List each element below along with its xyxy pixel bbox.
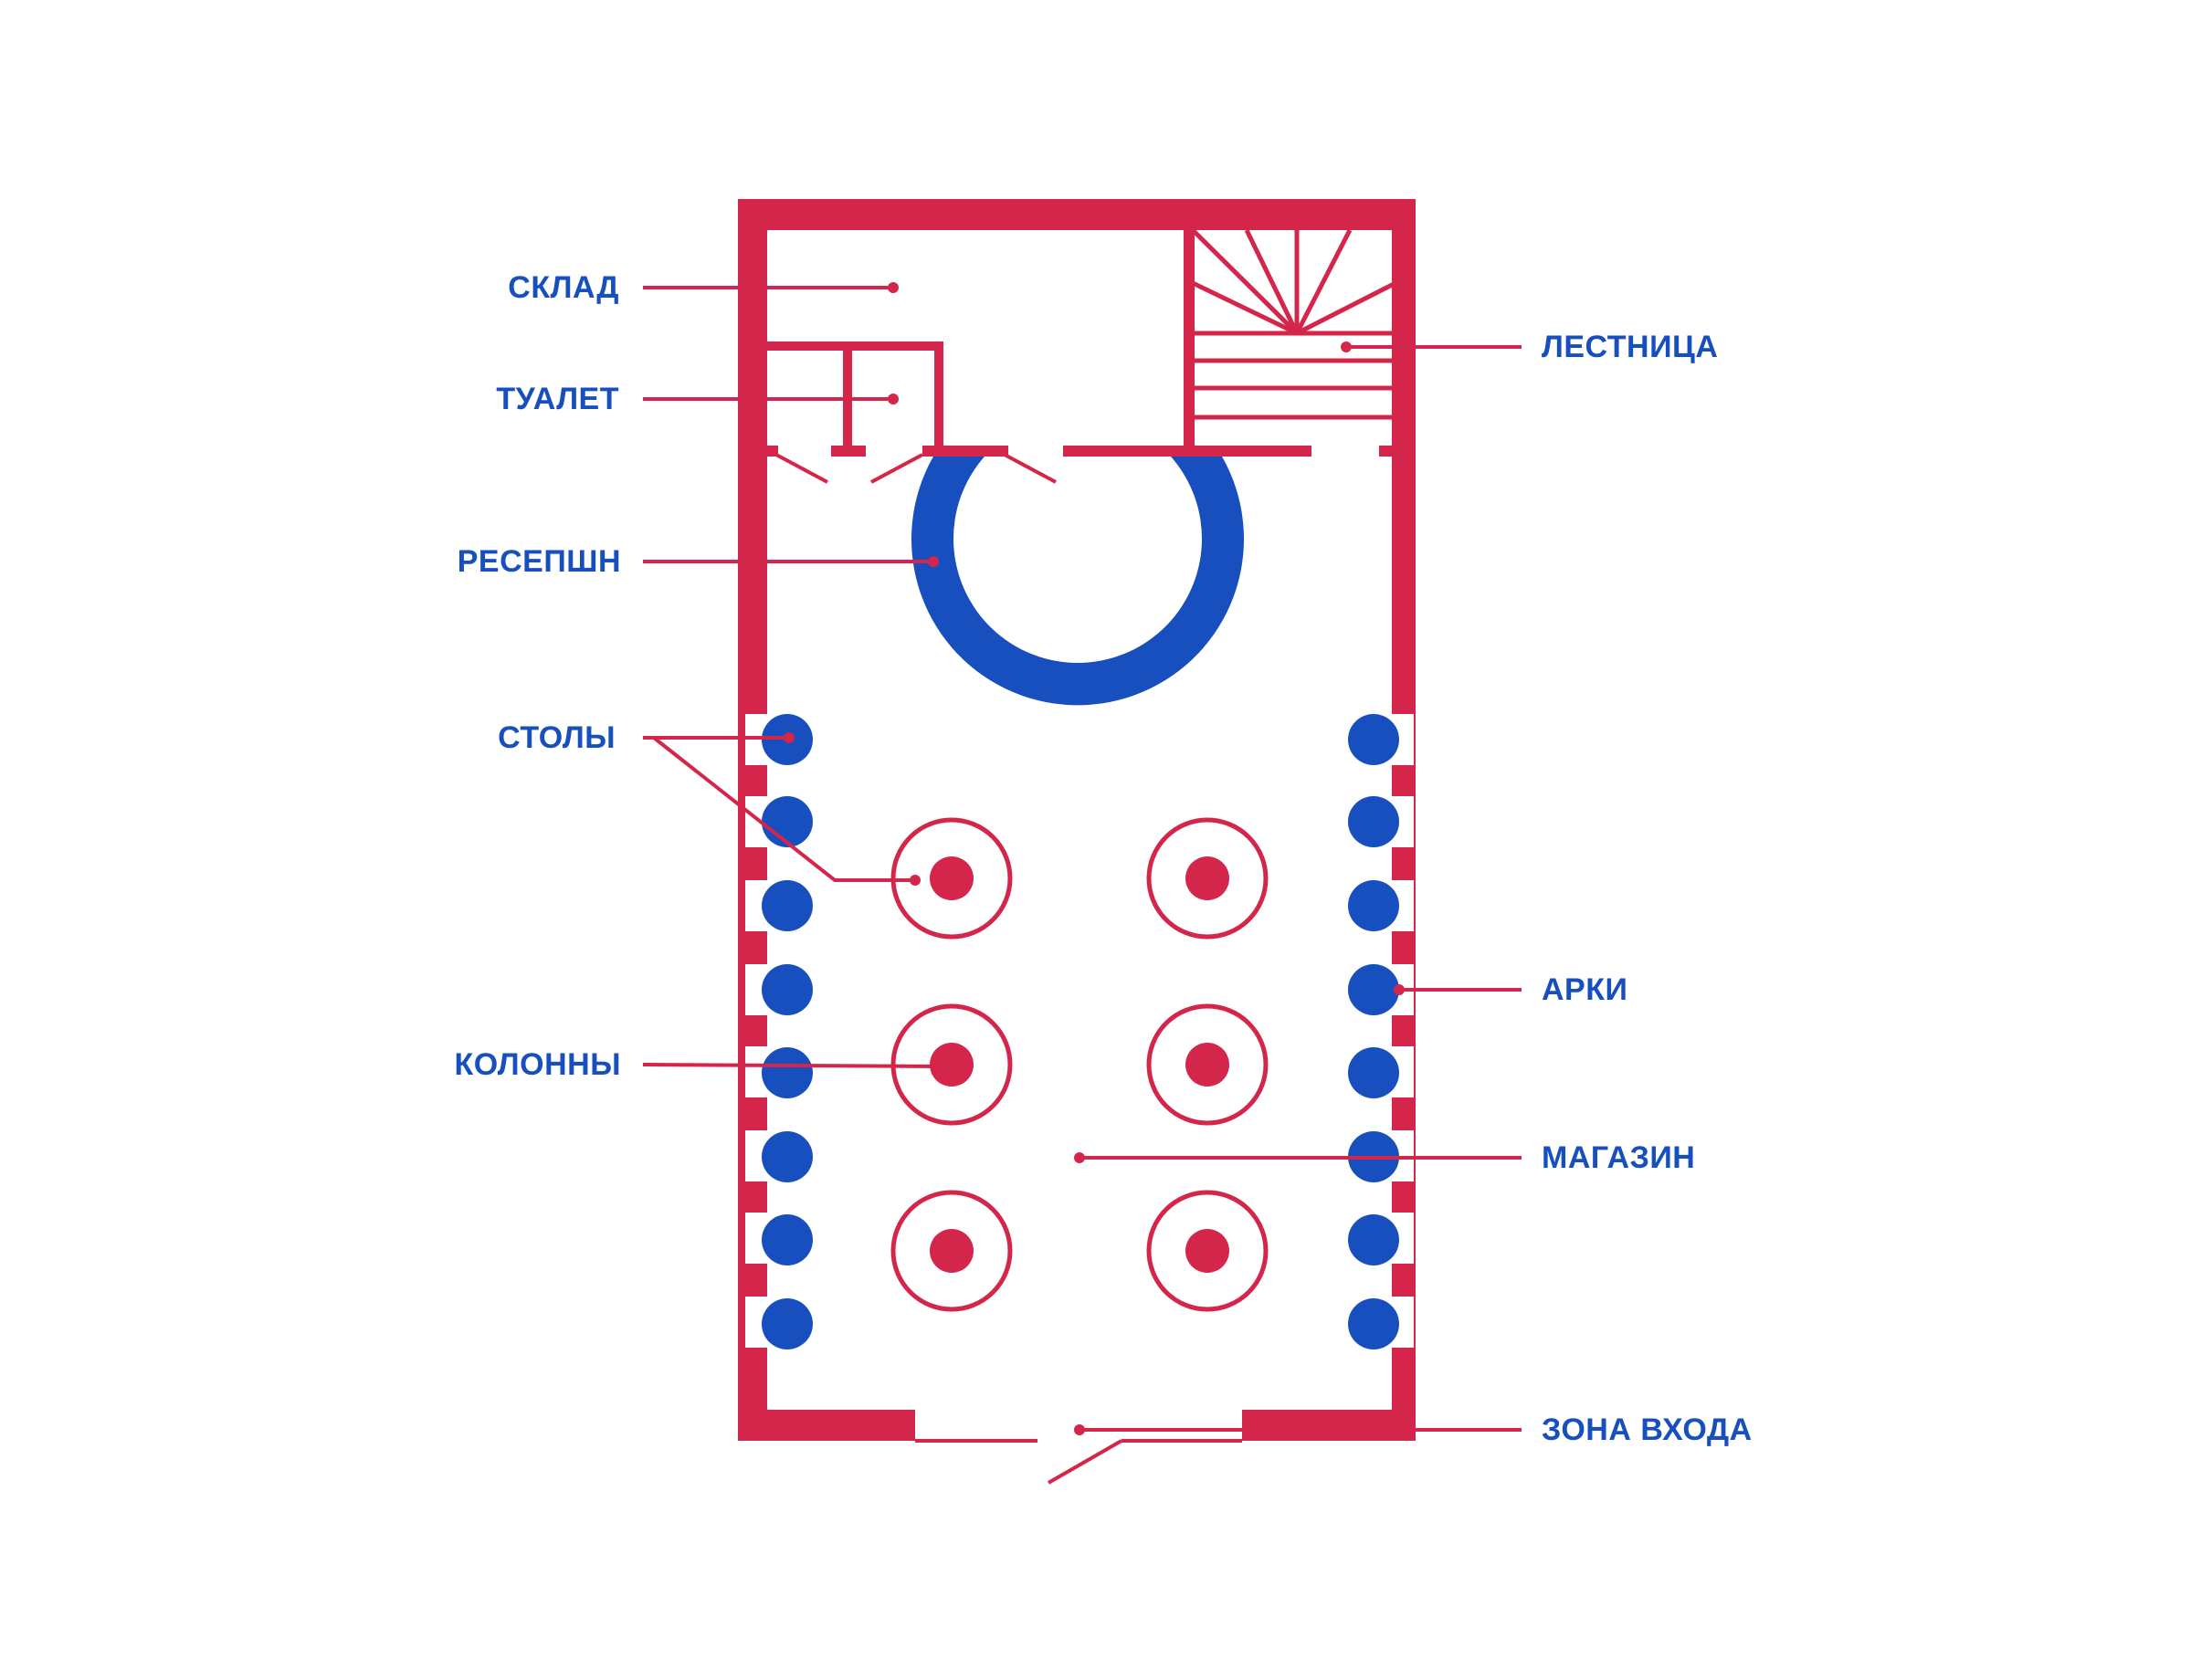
column-core xyxy=(1185,1043,1229,1087)
leader-dot xyxy=(888,282,899,293)
leader-dot xyxy=(1341,341,1352,352)
seat-dot xyxy=(762,1131,813,1182)
leader-dot xyxy=(784,732,795,743)
seat-dot xyxy=(1348,714,1399,765)
table-ring xyxy=(1146,1190,1269,1312)
stair-step xyxy=(1191,280,1299,336)
door-leaf xyxy=(870,453,923,484)
seat-dot xyxy=(1348,1214,1399,1265)
leader-dot xyxy=(1074,1152,1085,1163)
label-entrance: ЗОНА ВХОДА xyxy=(1542,1412,1753,1447)
column xyxy=(1146,1190,1269,1312)
door-leaf xyxy=(1004,453,1057,484)
column-core xyxy=(930,856,974,900)
column-core xyxy=(1185,856,1229,900)
seat-dot xyxy=(762,1047,813,1098)
interior-walls xyxy=(764,219,1394,457)
seat-dot xyxy=(762,880,813,931)
label-storage: СКЛАД xyxy=(508,270,619,305)
stairs-stub xyxy=(1379,446,1394,457)
seat-dot xyxy=(762,964,813,1015)
door-leaf xyxy=(775,453,828,484)
column xyxy=(1146,817,1269,940)
seat-dot xyxy=(762,1298,813,1349)
toilet-divider xyxy=(843,341,852,447)
stairs-left-wall xyxy=(1184,219,1195,455)
stair-step xyxy=(1294,228,1353,335)
table-ring xyxy=(1146,817,1269,940)
seat-dot xyxy=(1348,1047,1399,1098)
seat-dot xyxy=(1348,880,1399,931)
outer-walls xyxy=(738,199,1416,1441)
columns xyxy=(890,817,1269,1312)
wall-bottom-left xyxy=(738,1410,915,1441)
seat-dot xyxy=(1348,1298,1399,1349)
leader-dot xyxy=(1074,1424,1085,1435)
seat-dot xyxy=(1348,796,1399,847)
stair-step xyxy=(1295,280,1397,336)
leader-tables-2 xyxy=(652,736,915,882)
toilet-stub-2 xyxy=(831,446,866,457)
staircase xyxy=(1191,228,1397,420)
seat-dot xyxy=(762,796,813,847)
entrance-door-leaf xyxy=(1048,1439,1122,1485)
leader-dots xyxy=(784,282,1405,1435)
label-toilet: ТУАЛЕТ xyxy=(496,382,619,416)
column xyxy=(1146,1003,1269,1126)
label-stairs: ЛЕСТНИЦА xyxy=(1542,330,1718,364)
seat-dot xyxy=(762,1214,813,1265)
leader-columns xyxy=(642,1063,951,1068)
stair-step xyxy=(1244,228,1300,335)
leader-dot xyxy=(910,875,921,886)
stairs-bottom-wall xyxy=(1063,446,1311,457)
toilet-right-wall xyxy=(934,341,943,447)
leader-dot xyxy=(1394,984,1405,995)
entrance-door xyxy=(915,1439,1242,1485)
labels: СКЛАД ТУАЛЕТ РЕСЕПШН СТОЛЫ КОЛОННЫ ЛЕСТН… xyxy=(454,270,1752,1447)
column-core xyxy=(930,1229,974,1273)
doors xyxy=(775,453,1057,484)
label-arches: АРКИ xyxy=(1542,972,1627,1007)
column xyxy=(890,1190,1013,1312)
leader-dot xyxy=(928,556,939,567)
toilet-stub-1 xyxy=(767,446,778,457)
stair-step xyxy=(1191,228,1299,335)
reception-desk xyxy=(911,457,1244,706)
leader-dot xyxy=(888,394,899,404)
label-shop: МАГАЗИН xyxy=(1542,1140,1695,1175)
table-ring xyxy=(1146,1003,1269,1126)
wall-top xyxy=(738,199,1416,230)
label-reception: РЕСЕПШН xyxy=(458,544,621,579)
label-tables: СТОЛЫ xyxy=(498,720,616,755)
leader-dot xyxy=(944,1061,955,1072)
toilet-top-wall xyxy=(764,341,943,351)
table-ring xyxy=(890,1190,1013,1312)
seat-dot xyxy=(1348,964,1399,1015)
leader-lines xyxy=(642,286,1522,1432)
column-core xyxy=(1185,1229,1229,1273)
wall-seats xyxy=(762,714,1399,1349)
wall-bottom-right xyxy=(1242,1410,1416,1441)
toilet-stub-3 xyxy=(922,446,1008,457)
label-columns: КОЛОННЫ xyxy=(454,1047,621,1082)
